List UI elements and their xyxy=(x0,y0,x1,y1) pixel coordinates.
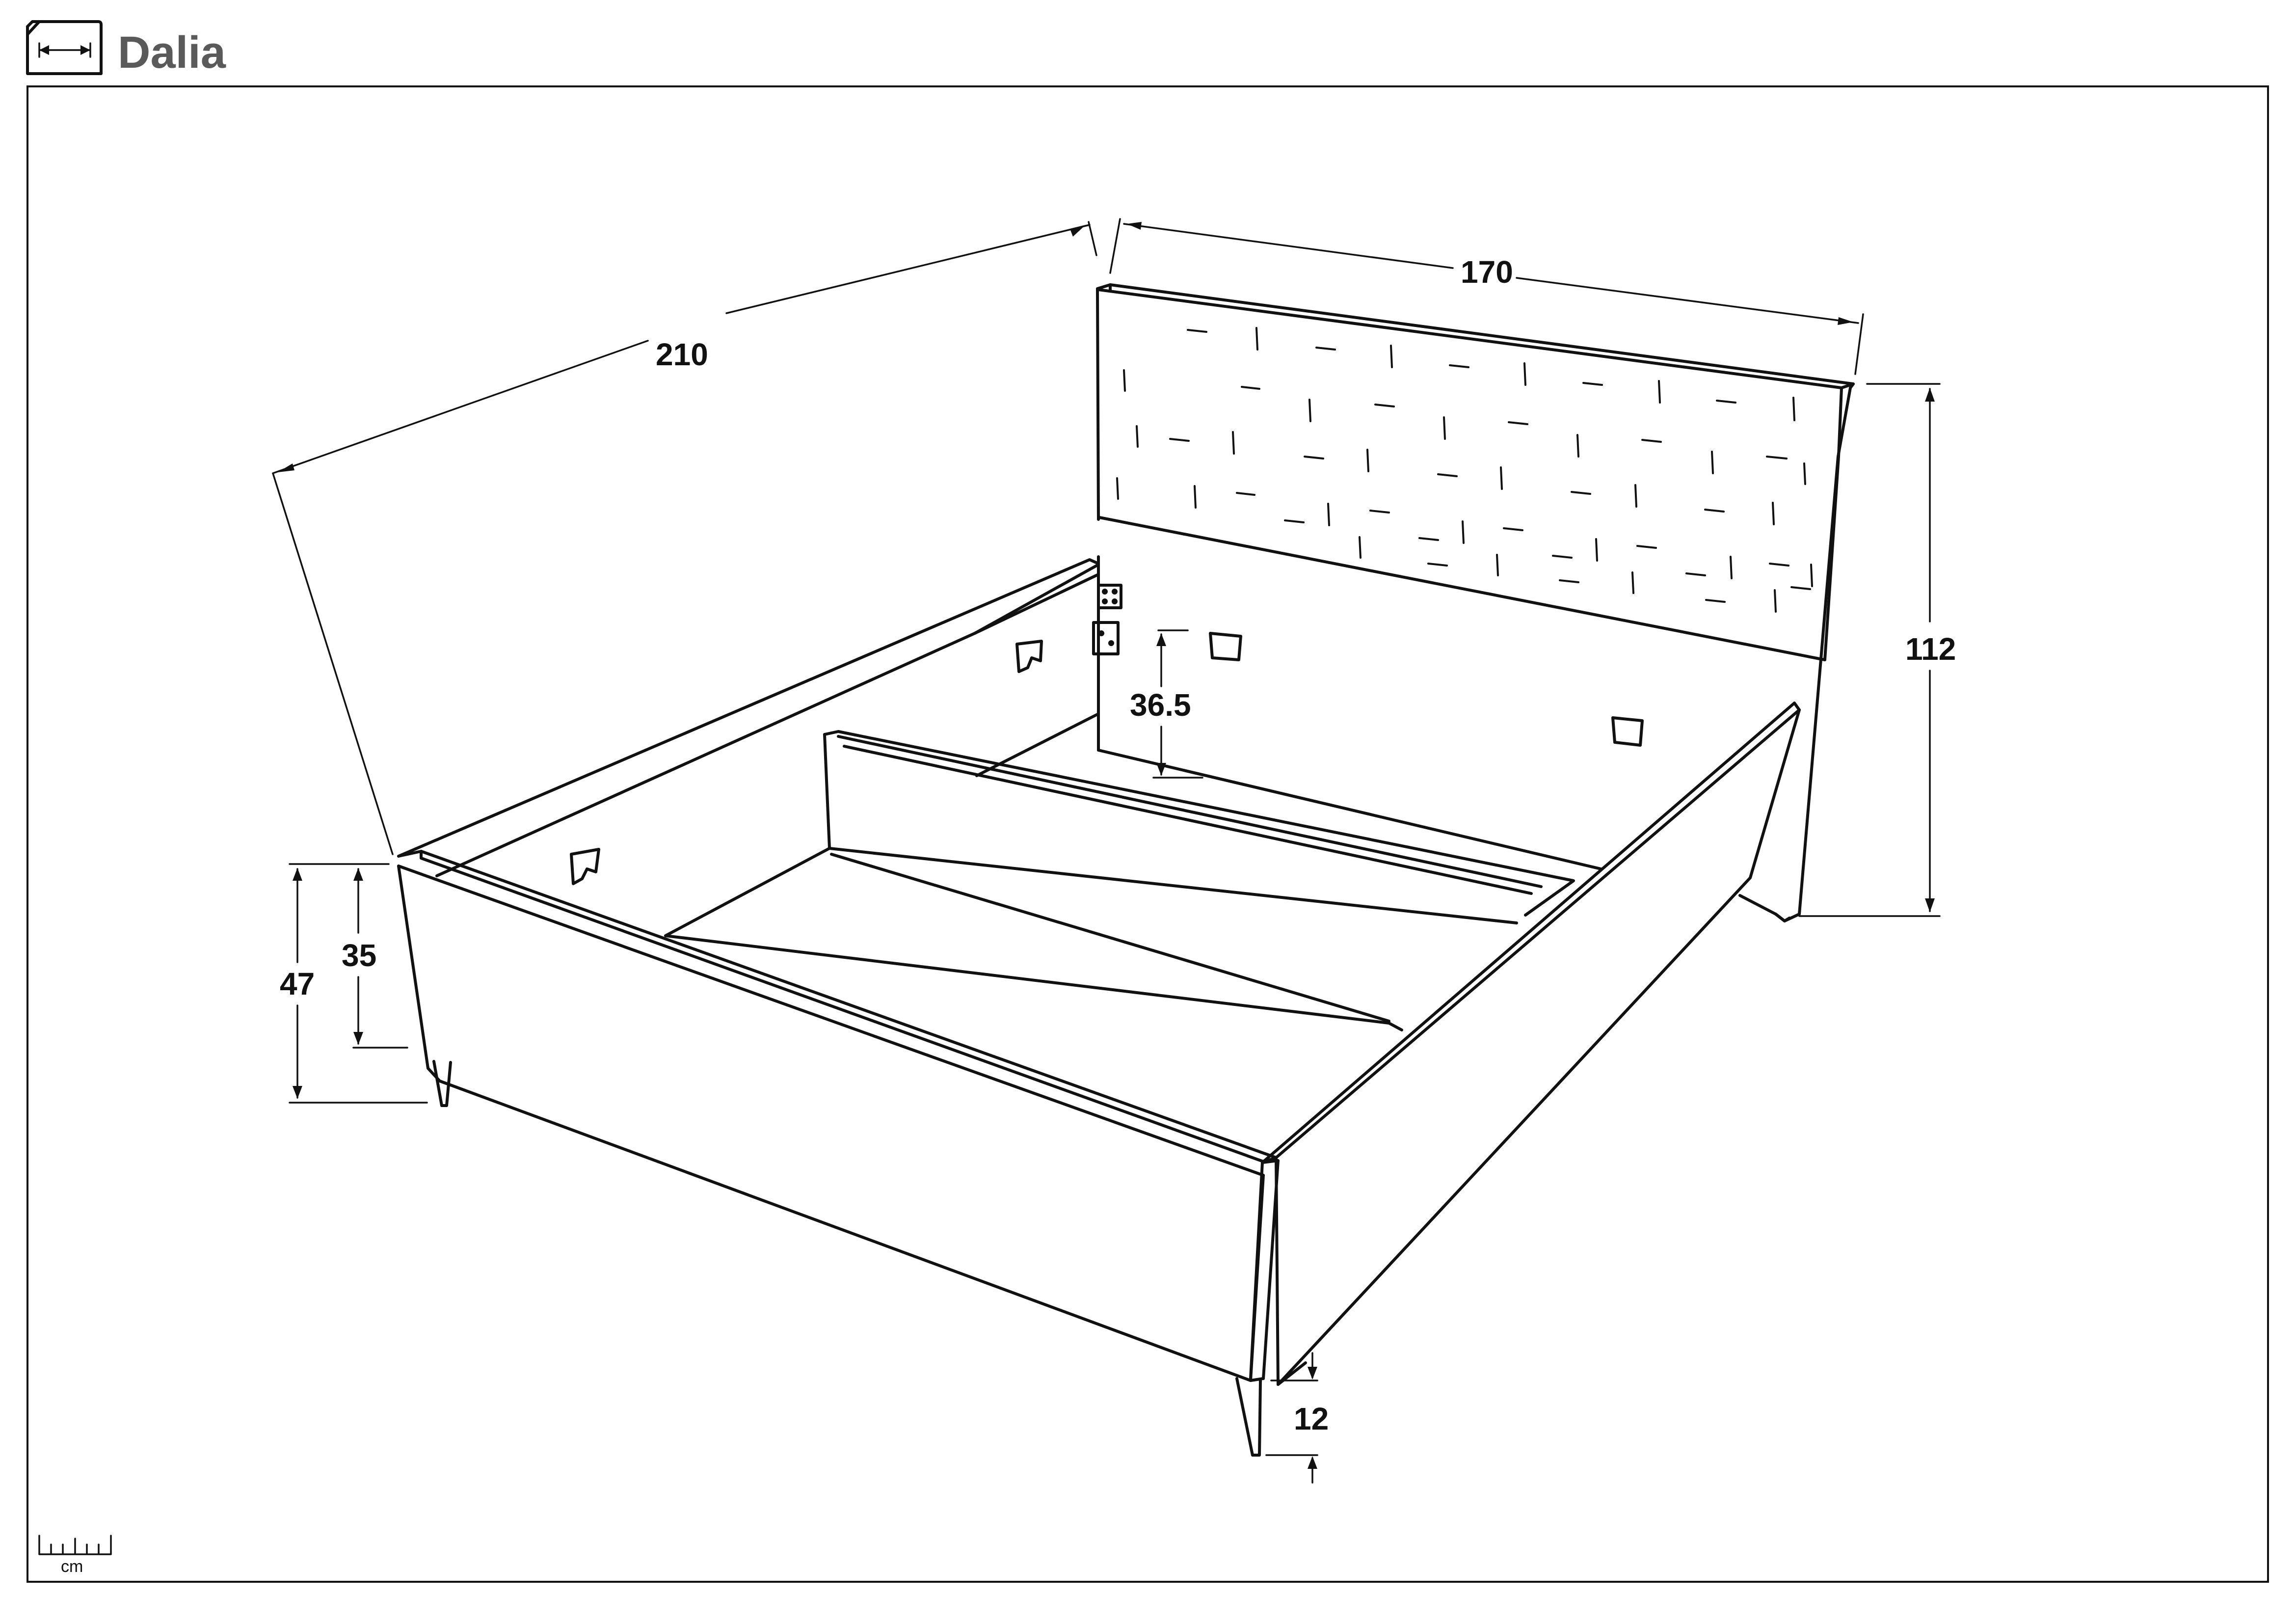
dimension-sheet-icon xyxy=(26,20,103,75)
scale-unit: cm xyxy=(61,1557,83,1576)
headboard-tufting xyxy=(1116,327,1813,613)
right-side-rail xyxy=(1261,702,1801,1386)
frame-height-value: 35 xyxy=(342,938,376,973)
drawing-frame xyxy=(27,85,2269,1583)
dimension-frame-height: 35 xyxy=(342,868,408,1049)
bracket-icon xyxy=(1611,716,1644,747)
leg-front-left xyxy=(432,1060,452,1107)
header: Dalia xyxy=(26,20,226,78)
bracket-icon xyxy=(570,848,600,885)
dimension-total-height: 47 xyxy=(280,863,428,1104)
dimension-slat-depth: 36.5 xyxy=(1130,629,1203,779)
page-title: Dalia xyxy=(118,27,226,78)
inner-frame-line xyxy=(664,934,1403,1031)
legs xyxy=(432,913,1791,1457)
total-height-value: 47 xyxy=(280,966,315,1001)
dimension-headboard-height: 112 xyxy=(1798,383,1956,917)
hinge-plate-icon xyxy=(1092,621,1120,655)
brackets xyxy=(570,584,1644,885)
foot-board xyxy=(397,850,1280,1382)
dimension-leg-height: 12 xyxy=(1265,1352,1329,1484)
dimension-length: 210 xyxy=(272,221,1097,855)
bracket-icon xyxy=(1015,640,1043,673)
headboard-height-value: 112 xyxy=(1905,631,1956,667)
center-beam xyxy=(664,712,1575,1023)
length-value: 210 xyxy=(656,337,708,372)
left-side-rail xyxy=(397,558,1100,877)
leg-back-right xyxy=(1774,913,1791,922)
width-value: 170 xyxy=(1461,254,1513,290)
slat-depth-value: 36.5 xyxy=(1130,687,1191,723)
dimension-width: 170 xyxy=(1109,218,1864,375)
leg-front-right xyxy=(1235,1377,1262,1457)
bracket-icon xyxy=(1209,632,1242,661)
hinge-plate-icon xyxy=(1097,584,1122,609)
ruler-scale-icon: cm xyxy=(38,1535,112,1576)
leg-height-value: 12 xyxy=(1294,1401,1329,1436)
